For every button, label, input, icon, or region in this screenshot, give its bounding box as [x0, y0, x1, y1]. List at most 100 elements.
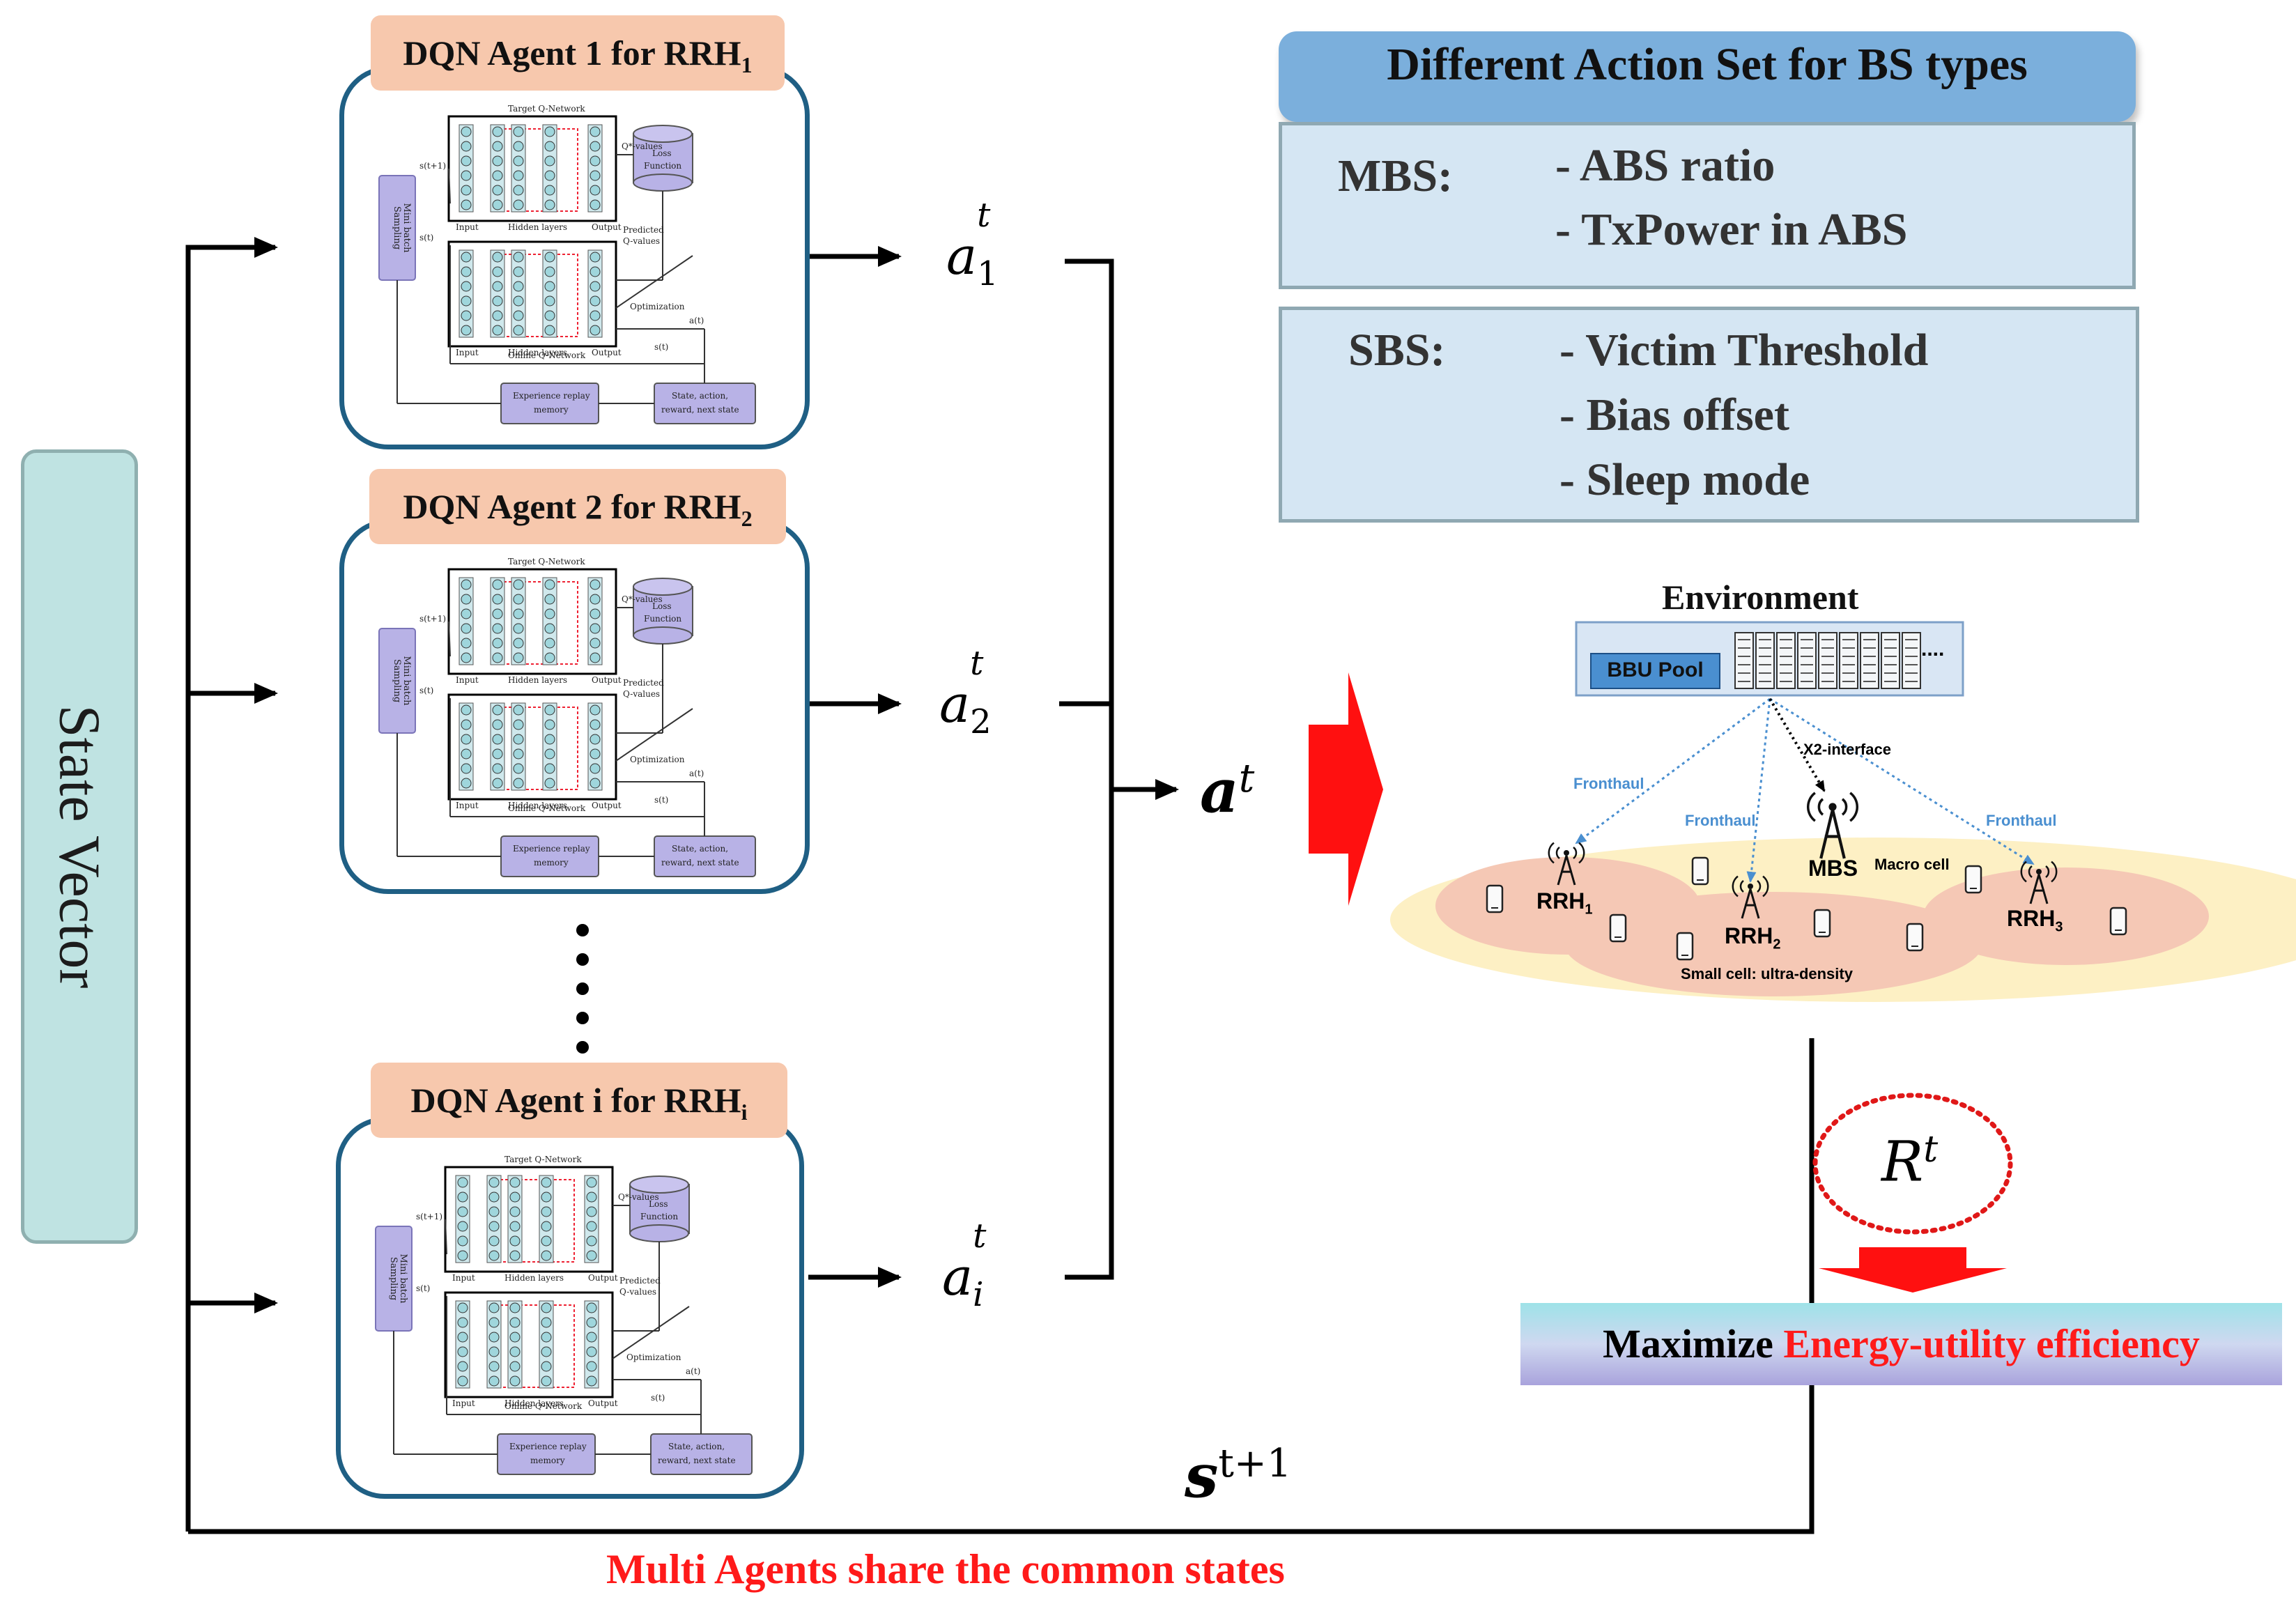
dqn-agent-title: DQN Agent 1 for RRH1 [371, 15, 785, 91]
dqn-mini-label: Predicted [619, 1276, 661, 1286]
next-state-label: st+1 [1185, 1441, 1292, 1512]
agent-ellipsis-dots [576, 924, 589, 1054]
dqn-mini-label: Input [456, 801, 479, 810]
dqn-mini-label: Hidden layers [504, 1273, 564, 1283]
rrh-label: RRH3 [2007, 906, 2063, 935]
sbs-action-item: - Bias offset [1559, 390, 1789, 440]
phone-icon [1813, 909, 1831, 938]
rrh-tower-icon [1548, 792, 2058, 919]
phone-icon [1691, 856, 1709, 886]
dqn-mini-label: Online Q-Network [508, 350, 586, 360]
server-rack-icon [1734, 632, 1754, 689]
small-cell-label: Small cell: ultra-density [1681, 965, 1853, 982]
phone-icon [1486, 884, 1504, 913]
maximize-objective-box: Maximize Energy-utility efficiency [1520, 1303, 2282, 1385]
dqn-mini-label: Target Q-Network [508, 104, 585, 114]
dqn-mini-label: Q*-values [622, 594, 663, 604]
dqn-mini-label: reward, next state [661, 405, 739, 415]
agent-output-arrows [808, 246, 902, 1288]
sbs-action-item: - Sleep mode [1559, 454, 1810, 505]
dqn-mini-label: Sampling [392, 659, 402, 702]
mbs-action-item: - ABS ratio [1555, 140, 1775, 191]
dqn-mini-label: s(t) [654, 342, 668, 352]
dqn-mini-label: s(t+1) [416, 1212, 442, 1221]
dqn-mini-label: Online Q-Network [504, 1401, 583, 1411]
dqn-mini-label: Input [452, 1398, 475, 1408]
x2-interface-label: X2-interface [1803, 741, 1891, 758]
dqn-mini-label: Output [592, 348, 622, 357]
dqn-mini-label: Output [592, 675, 622, 685]
dqn-mini-label: State, action, [672, 391, 728, 401]
reward-ellipse [1812, 1093, 2013, 1235]
phone-icon [1964, 865, 1982, 894]
action-set-title: Different Action Set for BS types [1387, 39, 2028, 90]
dqn-mini-label: s(t) [651, 1393, 665, 1403]
dqn-mini-label: Output [588, 1398, 618, 1408]
dqn-mini-label: Experience replay [513, 391, 590, 401]
dqn-agent-title-text: DQN Agent i for RRH [410, 1081, 741, 1120]
dqn-mini-label: Online Q-Network [508, 803, 586, 813]
dqn-agent-title: DQN Agent i for RRHi [371, 1063, 787, 1138]
dqn-mini-label: s(t) [419, 233, 433, 242]
joint-action-label: at [1200, 756, 1255, 827]
mbs-action-box [1279, 122, 2136, 289]
fronthaul-label: Fronthaul [1573, 775, 1644, 792]
dqn-mini-label: a(t) [689, 316, 704, 325]
dqn-mini-label: Q-values [623, 689, 660, 699]
dqn-agent-title-subscript: 2 [741, 506, 753, 531]
server-rack-icon [1776, 632, 1796, 689]
mbs-tower-label: MBS [1808, 856, 1858, 881]
antenna-tower-icon [2020, 861, 2058, 904]
dqn-mini-label: Loss [649, 1199, 668, 1209]
dqn-mini-label: Experience replay [513, 844, 590, 854]
action-aggregation-bracket [1059, 259, 1179, 1280]
fronthaul-links [1575, 697, 2035, 883]
server-rack-icon [1818, 632, 1837, 689]
dqn-mini-label: s(t+1) [419, 161, 446, 171]
dqn-mini-label: Predicted [623, 678, 664, 688]
dqn-mini-label: Hidden layers [504, 1398, 564, 1408]
dqn-agent-title-text: DQN Agent 2 for RRH [403, 487, 741, 526]
dqn-mini-label: Input [452, 1273, 475, 1283]
sbs-action-box [1279, 307, 2139, 523]
dqn-mini-label: Loss [652, 148, 672, 158]
dqn-mini-label: Input [456, 675, 479, 685]
sbs-label: SBS: [1348, 325, 1446, 376]
dqn-mini-label: Function [640, 1212, 678, 1221]
dqn-mini-label: Sampling [392, 206, 402, 249]
dqn-mini-label: Q-values [619, 1287, 656, 1297]
server-rack-icon [1797, 632, 1817, 689]
dqn-mini-label: s(t+1) [419, 614, 446, 624]
dqn-mini-label: Hidden layers [508, 801, 567, 810]
server-rack-icon [1881, 632, 1900, 689]
footer-caption: Multi Agents share the common states [606, 1546, 1285, 1592]
dqn-mini-label: memory [534, 405, 569, 415]
dqn-mini-label: Mini batch [398, 1254, 408, 1304]
dqn-mini-label: Predicted [623, 225, 664, 235]
dqn-mini-label: Function [644, 161, 681, 171]
server-rack-icon [1839, 632, 1858, 689]
reward-label: Rt [1881, 1129, 1939, 1194]
phone-icon [1906, 923, 1924, 952]
dqn-mini-label: reward, next state [661, 858, 739, 867]
dqn-mini-label: a(t) [686, 1366, 700, 1376]
rrh-label: RRH2 [1725, 923, 1781, 953]
user-phone-icon [1486, 856, 2127, 961]
dqn-mini-label: s(t) [416, 1283, 430, 1293]
mbs-action-item: - TxPower in ABS [1555, 204, 1908, 255]
dqn-mini-label: Mini batch [401, 656, 412, 706]
dqn-mini-label: Q*-values [618, 1192, 659, 1202]
fronthaul-label: Fronthaul [1986, 812, 2057, 829]
x2-interface-link [1769, 697, 1826, 792]
dqn-mini-label: Optimization [630, 755, 685, 764]
dqn-mini-label: Target Q-Network [504, 1155, 582, 1164]
server-rack-icon [1860, 632, 1879, 689]
